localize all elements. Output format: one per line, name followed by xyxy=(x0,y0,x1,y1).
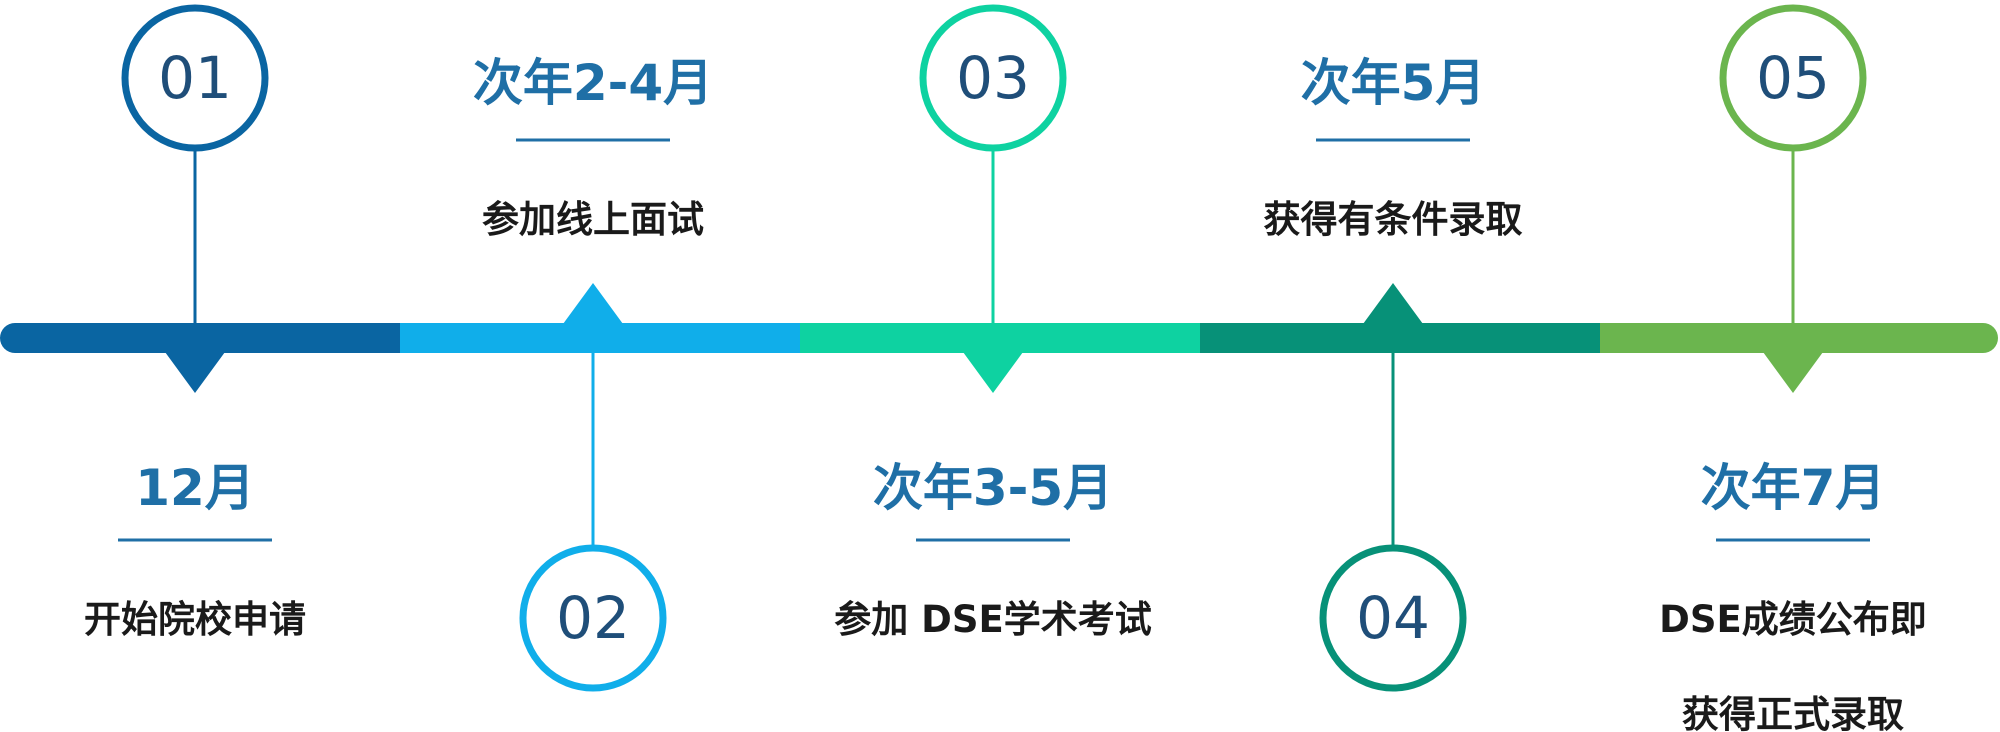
step-pointer xyxy=(165,352,225,393)
step-description: 开始院校申请 xyxy=(84,598,306,641)
step-pointer xyxy=(1763,352,1823,393)
step-time: 12月 xyxy=(135,459,255,517)
step-description: 获得有条件录取 xyxy=(1264,198,1523,241)
timeline-bar xyxy=(0,323,1998,353)
step-circle xyxy=(121,4,269,152)
step-description: DSE成绩公布即 xyxy=(1659,598,1927,641)
step-time: 次年5月 xyxy=(1301,54,1486,112)
step-pointer xyxy=(963,352,1023,393)
step-number: 01 xyxy=(158,44,232,112)
step-pointer xyxy=(1363,283,1423,324)
timeline-segment-02 xyxy=(400,323,800,353)
step-number: 02 xyxy=(556,584,630,652)
step-number: 05 xyxy=(1756,44,1830,112)
step-time: 次年2-4月 xyxy=(473,54,713,112)
step-number: 03 xyxy=(956,44,1030,112)
timeline-segment-03 xyxy=(800,323,1200,353)
step-circle xyxy=(919,4,1067,152)
step-circle xyxy=(1319,544,1467,692)
step-description: 获得正式录取 xyxy=(1682,693,1904,732)
step-pointer xyxy=(563,283,623,324)
step-number: 04 xyxy=(1356,584,1430,652)
step-time: 次年7月 xyxy=(1701,459,1886,517)
step-circle xyxy=(519,544,667,692)
timeline-segment-01 xyxy=(0,323,400,353)
step-description: 参加线上面试 xyxy=(482,198,704,241)
timeline-segment-05 xyxy=(1600,323,1998,353)
step-description: 参加 DSE学术考试 xyxy=(834,598,1152,641)
step-time: 次年3-5月 xyxy=(873,459,1113,517)
timeline-segment-04 xyxy=(1200,323,1600,353)
step-circle xyxy=(1719,4,1867,152)
